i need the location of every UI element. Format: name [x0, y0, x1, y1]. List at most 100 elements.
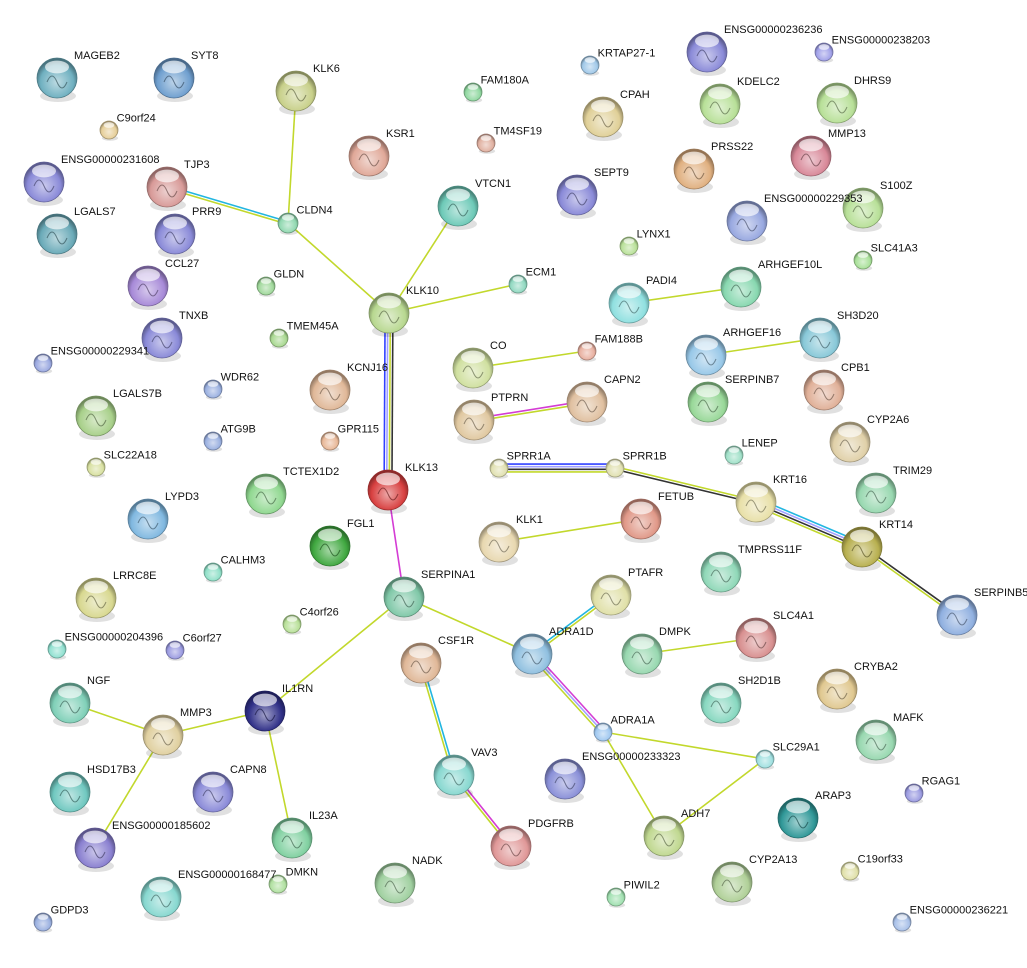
- node-dhrs9[interactable]: [816, 82, 858, 127]
- node-tm4sf19[interactable]: [476, 133, 496, 154]
- node-pdgfrb[interactable]: [490, 825, 532, 870]
- node-capn2[interactable]: [566, 381, 608, 426]
- node-serpinb5[interactable]: [936, 594, 978, 639]
- node-gpr115[interactable]: [320, 431, 340, 452]
- node-trim29[interactable]: [855, 472, 897, 517]
- node-cyp2a13[interactable]: [711, 861, 753, 906]
- node-kdelc2[interactable]: [699, 83, 741, 128]
- node-vtcn1[interactable]: [437, 185, 479, 230]
- node-serpinb7[interactable]: [687, 381, 729, 426]
- node-tmem45a[interactable]: [269, 328, 289, 349]
- edge-serpina1-adra1d[interactable]: [403, 596, 533, 655]
- node-ensg00000233323[interactable]: [544, 758, 586, 803]
- node-dmpk[interactable]: [621, 633, 663, 678]
- node-cldn4[interactable]: [277, 212, 299, 235]
- node-co[interactable]: [452, 347, 494, 392]
- node-slc4a1[interactable]: [735, 617, 777, 662]
- node-mmp13[interactable]: [790, 135, 832, 180]
- node-csf1r[interactable]: [400, 642, 442, 687]
- node-lrrc8e[interactable]: [75, 577, 117, 622]
- node-nadk[interactable]: [374, 862, 416, 907]
- node-lynx1[interactable]: [619, 236, 639, 257]
- node-fetub[interactable]: [620, 498, 662, 543]
- node-arhgef10l[interactable]: [720, 266, 762, 311]
- node-sh3d20[interactable]: [799, 317, 841, 362]
- node-ensg00000168477[interactable]: [140, 876, 182, 921]
- node-klk13[interactable]: [367, 469, 409, 514]
- node-tnxb[interactable]: [141, 317, 183, 362]
- node-ecm1[interactable]: [508, 274, 528, 295]
- edge-serpina1-il1rn[interactable]: [264, 596, 405, 712]
- node-cpb1[interactable]: [803, 369, 845, 414]
- node-lgals7[interactable]: [36, 213, 78, 258]
- node-sept9[interactable]: [556, 174, 598, 219]
- node-ensg00000231608[interactable]: [23, 161, 65, 206]
- node-padi4[interactable]: [608, 282, 650, 327]
- node-sprr1b[interactable]: [605, 458, 625, 479]
- node-ksr1[interactable]: [348, 135, 390, 180]
- node-ptafr[interactable]: [590, 574, 632, 619]
- node-il23a[interactable]: [271, 817, 313, 862]
- node-ensg00000236236[interactable]: [686, 31, 728, 76]
- node-kcnj16[interactable]: [309, 369, 351, 414]
- edge-tjp3-cldn4[interactable]: [166, 184, 289, 226]
- node-sprr1a[interactable]: [489, 458, 509, 479]
- edge-cldn4-klk10[interactable]: [287, 222, 390, 314]
- node-slc41a3[interactable]: [853, 250, 873, 271]
- node-krt14[interactable]: [841, 526, 883, 571]
- node-klk1[interactable]: [478, 521, 520, 566]
- edge-klk6-cldn4[interactable]: [287, 90, 297, 224]
- node-slc22a18[interactable]: [86, 457, 106, 478]
- node-capn8[interactable]: [192, 771, 234, 816]
- node-il1rn[interactable]: [244, 690, 286, 735]
- edge-vtcn1-klk10[interactable]: [388, 205, 459, 314]
- node-ensg00000229341[interactable]: [33, 353, 53, 374]
- node-rgag1[interactable]: [904, 783, 924, 804]
- node-tmprss11f[interactable]: [700, 551, 742, 596]
- node-ensg00000229353[interactable]: [726, 200, 768, 245]
- node-ensg00000236221[interactable]: [892, 912, 912, 933]
- node-piwil2[interactable]: [606, 887, 626, 908]
- node-cryba2[interactable]: [816, 668, 858, 713]
- node-s100z[interactable]: [842, 187, 884, 232]
- node-mmp3[interactable]: [142, 714, 184, 759]
- node-adra1d[interactable]: [511, 633, 553, 678]
- node-gdpd3[interactable]: [33, 912, 53, 933]
- node-adh7[interactable]: [643, 815, 685, 860]
- edge-adra1a-slc29a1[interactable]: [602, 731, 766, 760]
- node-mageb2[interactable]: [36, 57, 78, 102]
- node-cpah[interactable]: [582, 96, 624, 141]
- node-sh2d1b[interactable]: [700, 682, 742, 727]
- node-lgals7b[interactable]: [75, 395, 117, 440]
- node-ensg00000238203[interactable]: [814, 42, 834, 63]
- node-fam188b[interactable]: [577, 341, 597, 362]
- node-c9orf24[interactable]: [99, 120, 119, 141]
- edge-klk10-klk13[interactable]: [383, 312, 394, 491]
- node-prss22[interactable]: [673, 148, 715, 193]
- node-c6orf27[interactable]: [165, 640, 185, 661]
- node-hsd17b3[interactable]: [49, 771, 91, 816]
- edge-klk1-fetub[interactable]: [498, 518, 642, 543]
- node-serpina1[interactable]: [383, 576, 425, 621]
- node-dmkn[interactable]: [268, 874, 288, 895]
- node-lenep[interactable]: [724, 445, 744, 466]
- node-c19orf33[interactable]: [840, 861, 860, 882]
- edge-adh7-slc29a1[interactable]: [663, 758, 766, 837]
- node-arap3[interactable]: [777, 797, 819, 842]
- edge-sprr1a-sprr1b[interactable]: [499, 463, 615, 473]
- edge-ecm1-klk10[interactable]: [388, 283, 519, 314]
- node-fgl1[interactable]: [309, 525, 351, 570]
- node-ensg00000204396[interactable]: [47, 639, 67, 660]
- node-krtap27-1[interactable]: [580, 55, 600, 76]
- node-klk6[interactable]: [275, 70, 317, 115]
- node-ccl27[interactable]: [127, 265, 169, 310]
- edge-il1rn-il23a[interactable]: [264, 710, 293, 839]
- node-krt16[interactable]: [735, 481, 777, 526]
- edge-mmp3-ensg00000185602[interactable]: [94, 734, 164, 849]
- node-tjp3[interactable]: [146, 166, 188, 211]
- edge-sprr1b-krt16[interactable]: [614, 465, 757, 505]
- node-wdr62[interactable]: [203, 379, 223, 400]
- node-vav3[interactable]: [433, 754, 475, 799]
- node-mafk[interactable]: [855, 719, 897, 764]
- node-cyp2a6[interactable]: [829, 421, 871, 466]
